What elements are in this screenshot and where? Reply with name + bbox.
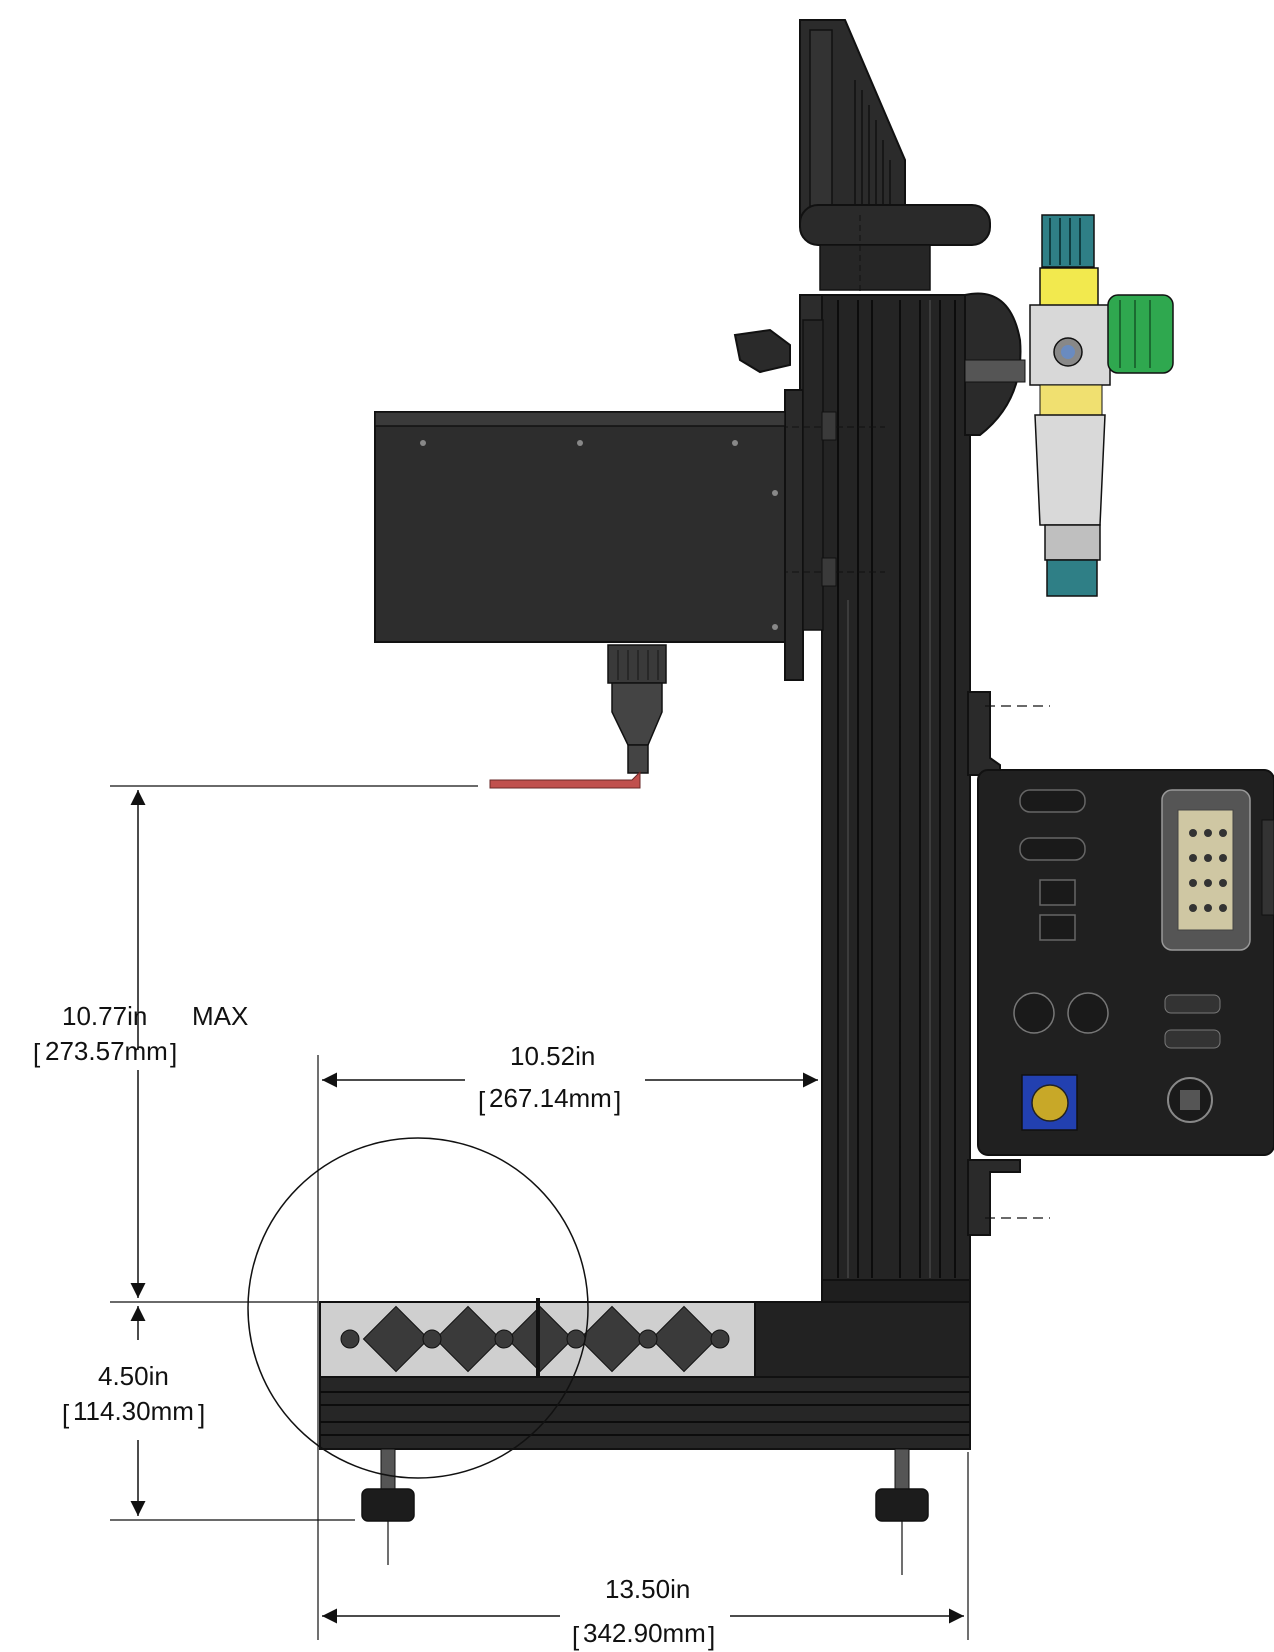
clamp-lever: [733, 328, 791, 374]
reach-dimension: 10.52in [ 267.14mm ]: [317, 1041, 818, 1640]
max-height-inches: 10.77in: [62, 1001, 147, 1031]
base-extrusion: [319, 1279, 971, 1450]
base-height-dimension: 4.50in [ 114.30mm ]: [62, 1306, 355, 1521]
vertical-column: [821, 294, 971, 1281]
marking-machine: [319, 19, 1274, 1575]
base-length-open-bracket: [: [572, 1621, 580, 1651]
right-foot: [875, 1448, 929, 1575]
marking-head-box: [374, 411, 786, 643]
base-height-open-bracket: [: [62, 1399, 70, 1429]
base-length-dimension: 13.50in [ 342.90mm ]: [322, 1452, 969, 1651]
detail-callout-circle: [247, 1137, 589, 1479]
base-length-close-bracket: ]: [708, 1621, 715, 1651]
max-height-dimension: 10.77in MAX [ 273.57mm ]: [33, 785, 478, 1303]
air-regulator: [964, 214, 1174, 597]
base-length-inches: 13.50in: [605, 1574, 690, 1604]
max-height-mm: 273.57mm: [45, 1036, 168, 1066]
left-foot: [361, 1448, 415, 1565]
base-height-mm: 114.30mm: [73, 1396, 194, 1426]
max-height-note: MAX: [192, 1001, 248, 1031]
reach-close-bracket: ]: [614, 1086, 621, 1116]
base-height-inches: 4.50in: [98, 1361, 169, 1391]
mount-plate: [784, 389, 804, 681]
max-height-open-bracket: [: [33, 1038, 41, 1068]
control-panel: [977, 769, 1274, 1156]
bracket-bottom: [967, 1159, 1050, 1236]
stylus: [489, 644, 667, 789]
max-height-close-bracket: ]: [170, 1038, 177, 1068]
base-length-mm: 342.90mm: [583, 1618, 706, 1648]
bracket-top: [967, 691, 1050, 776]
base-height-close-bracket: ]: [198, 1399, 205, 1429]
reach-open-bracket: [: [478, 1086, 486, 1116]
reach-mm: 267.14mm: [489, 1083, 612, 1113]
head-housing: [799, 19, 991, 300]
reach-inches: 10.52in: [510, 1041, 595, 1071]
